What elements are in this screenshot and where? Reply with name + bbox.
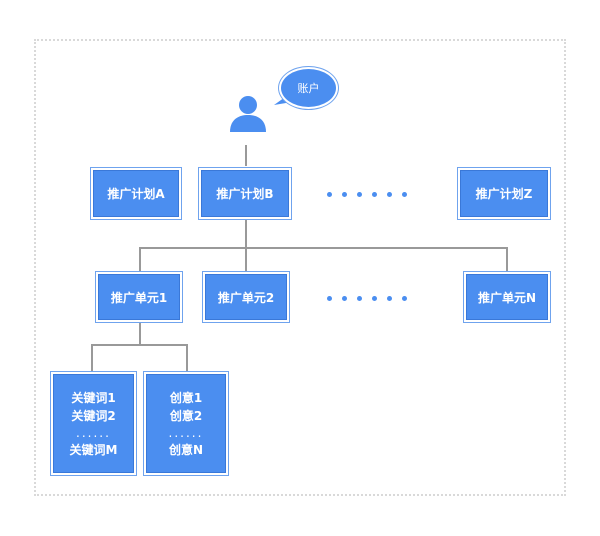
plan-b-label: 推广计划B bbox=[216, 187, 274, 201]
plan-z-label: 推广计划Z bbox=[475, 187, 533, 201]
creative-1: 创意1 bbox=[169, 390, 203, 405]
account-user-icon bbox=[230, 96, 266, 132]
ellipsis-dot bbox=[342, 192, 347, 197]
account-bubble: 账户 bbox=[281, 69, 336, 107]
ellipsis-dot bbox=[327, 296, 332, 301]
plan-b-node: 推广计划B bbox=[201, 170, 289, 217]
creatives-ellipsis: ...... bbox=[168, 425, 204, 440]
keywords-node: 关键词1 关键词2 ...... 关键词M bbox=[53, 374, 134, 473]
keyword-m: 关键词M bbox=[69, 442, 118, 457]
ellipsis-dot bbox=[342, 296, 347, 301]
plan-a-label: 推广计划A bbox=[107, 187, 165, 201]
keyword-1: 关键词1 bbox=[71, 390, 116, 405]
ellipsis-dot bbox=[357, 192, 362, 197]
ellipsis-dot bbox=[402, 192, 407, 197]
account-label: 账户 bbox=[297, 82, 320, 95]
unit-2-node: 推广单元2 bbox=[205, 274, 287, 320]
units-ellipsis bbox=[327, 296, 407, 301]
unit-1-node: 推广单元1 bbox=[98, 274, 180, 320]
creative-2: 创意2 bbox=[169, 408, 203, 423]
unit-2-label: 推广单元2 bbox=[217, 290, 275, 305]
ellipsis-dot bbox=[372, 192, 377, 197]
ellipsis-dot bbox=[387, 296, 392, 301]
ellipsis-dot bbox=[402, 296, 407, 301]
creative-n: 创意N bbox=[168, 442, 204, 457]
plan-z-node: 推广计划Z bbox=[460, 170, 548, 217]
plans-ellipsis bbox=[327, 192, 407, 197]
keywords-ellipsis: ...... bbox=[76, 425, 111, 440]
diagram-frame bbox=[34, 39, 566, 496]
ellipsis-dot bbox=[327, 192, 332, 197]
ellipsis-dot bbox=[387, 192, 392, 197]
ellipsis-dot bbox=[357, 296, 362, 301]
ellipsis-dot bbox=[372, 296, 377, 301]
keyword-2: 关键词2 bbox=[71, 408, 116, 423]
unit-n-node: 推广单元N bbox=[466, 274, 548, 320]
unit-1-label: 推广单元1 bbox=[110, 290, 168, 305]
creatives-node: 创意1 创意2 ...... 创意N bbox=[146, 374, 226, 473]
unit-n-label: 推广单元N bbox=[477, 290, 537, 305]
plan-a-node: 推广计划A bbox=[93, 170, 179, 217]
